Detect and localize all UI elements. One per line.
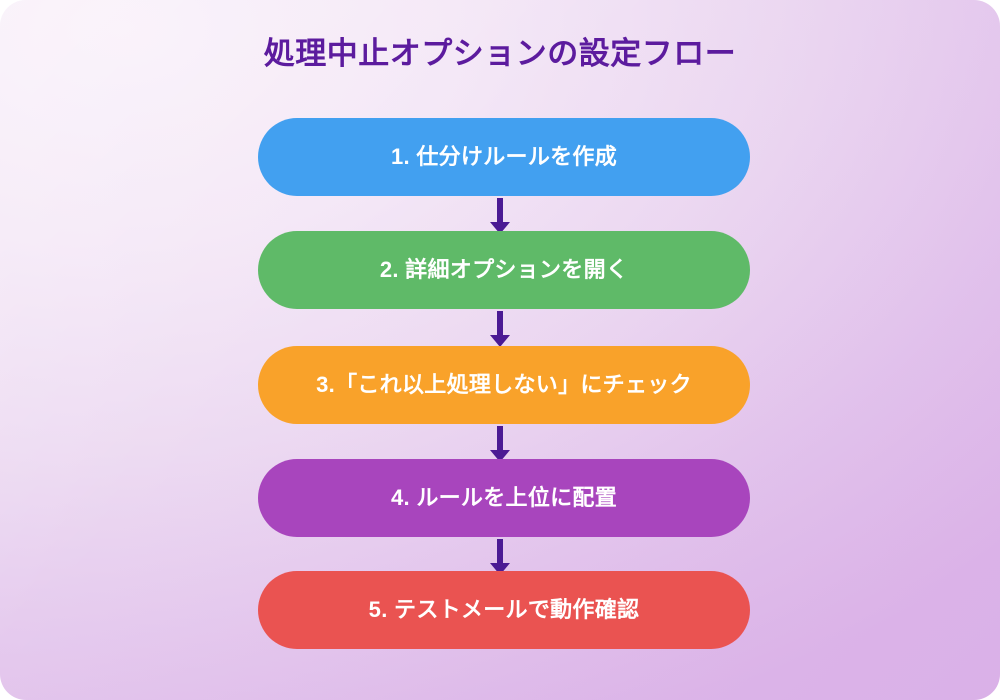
flow-connector-2-to-3 — [490, 311, 510, 347]
flow-connector-3-to-4 — [490, 426, 510, 462]
connector-shaft — [497, 311, 503, 337]
flow-node-1[interactable]: 1. 仕分けルールを作成 — [258, 118, 750, 196]
page-title: 処理中止オプションの設定フロー — [263, 36, 737, 71]
flow-node-4[interactable]: 4. ルールを上位に配置 — [258, 459, 750, 537]
connector-shaft — [497, 426, 503, 452]
flow-connector-1-to-2 — [490, 198, 510, 234]
flow-connector-4-to-5 — [490, 539, 510, 575]
flow-node-5[interactable]: 5. テストメールで動作確認 — [258, 571, 750, 649]
connector-shaft — [497, 198, 503, 224]
flow-node-2-label: 2. 詳細オプションを開く — [379, 257, 629, 282]
flow-node-3[interactable]: 3.「これ以上処理しない」にチェック — [258, 346, 750, 424]
flow-node-3-label: 3.「これ以上処理しない」にチェック — [316, 372, 692, 397]
flow-node-1-label: 1. 仕分けルールを作成 — [390, 144, 618, 169]
flow-node-5-label: 5. テストメールで動作確認 — [368, 597, 640, 622]
down-arrow-icon — [490, 335, 510, 347]
connector-shaft — [497, 539, 503, 565]
flow-node-2[interactable]: 2. 詳細オプションを開く — [258, 231, 750, 309]
flow-node-4-label: 4. ルールを上位に配置 — [390, 485, 618, 510]
